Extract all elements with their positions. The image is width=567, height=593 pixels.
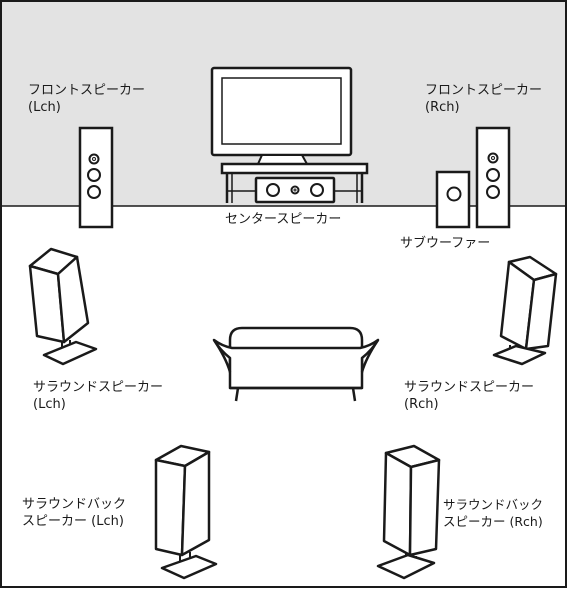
surround-speaker-icon (376, 444, 441, 580)
surround-back-left-label-line1: サラウンドバック (22, 497, 127, 512)
surround-left-label-line1: サラウンドスピーカー (33, 380, 164, 395)
subwoofer-label-text: サブウーファー (400, 236, 491, 251)
front-left-label: フロントスピーカー (Lch) (28, 82, 145, 116)
front-left-label-line2: (Lch) (28, 100, 61, 115)
front-right-label-line2: (Rch) (425, 100, 460, 115)
surround-back-right-label: サラウンドバック スピーカー (Rch) (443, 496, 543, 530)
surround-back-right-label-line2: スピーカー (Rch) (443, 514, 543, 529)
subwoofer-label: サブウーファー (400, 235, 490, 252)
tower-speaker-icon (78, 126, 114, 229)
sofa-icon (212, 326, 380, 402)
front-left-label-line1: フロントスピーカー (28, 83, 146, 98)
subwoofer-icon (435, 170, 471, 229)
surround-speaker-icon (28, 247, 98, 366)
tower-speaker-icon (475, 126, 511, 229)
center-label: センタースピーカー (225, 211, 341, 228)
surround-back-right-label-line1: サラウンドバック (443, 497, 544, 512)
center-label-text: センタースピーカー (225, 212, 342, 227)
surround-right-label-line1: サラウンドスピーカー (404, 380, 535, 395)
surround-left-label: サラウンドスピーカー (Lch) (33, 379, 163, 413)
surround-back-left-label-line2: スピーカー (Lch) (22, 514, 124, 529)
floor (1, 206, 566, 587)
tv-icon (210, 66, 353, 165)
front-right-label-line1: フロントスピーカー (425, 83, 543, 98)
center-speaker-icon (254, 176, 336, 204)
surround-back-left-label: サラウンドバック スピーカー (Lch) (22, 496, 126, 530)
surround-right-label-line2: (Rch) (404, 397, 439, 412)
surround-left-label-line2: (Lch) (33, 397, 66, 412)
surround-speaker-icon (154, 444, 218, 580)
front-right-label: フロントスピーカー (Rch) (425, 82, 542, 116)
surround-right-label: サラウンドスピーカー (Rch) (404, 379, 534, 413)
surround-speaker-icon (492, 255, 558, 366)
